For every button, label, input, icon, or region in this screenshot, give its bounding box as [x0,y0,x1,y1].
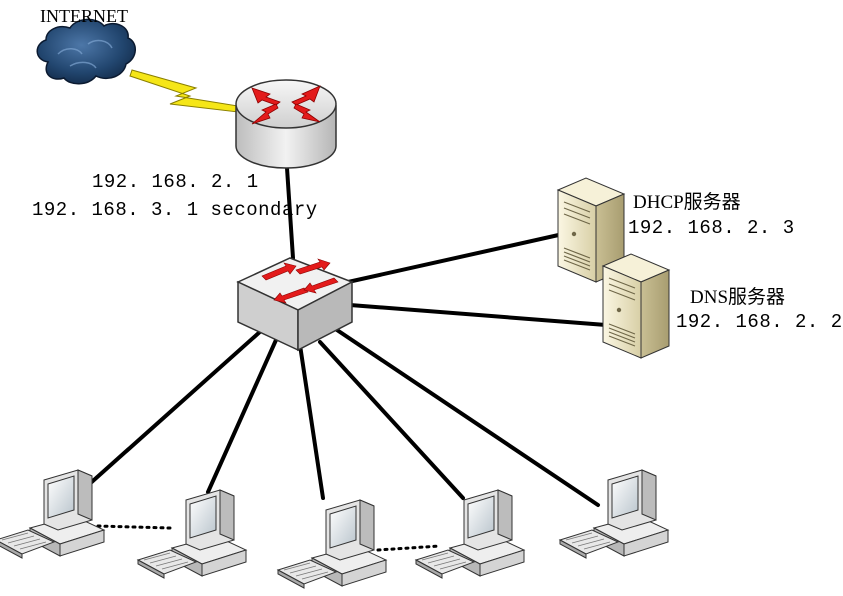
dhcp-server-name: DHCP服务器 [633,192,741,213]
link-router-switch [285,166,295,260]
switch-icon [236,257,354,352]
router-icon [235,79,337,169]
link-switch-dhcp [346,232,565,284]
dns-server-icon [602,253,670,359]
links [83,166,608,507]
dns-server-ip: 192. 168. 2. 2 [676,311,843,333]
internet-label: INTERNET [40,6,128,26]
network-diagram [0,18,670,589]
desktop-pc-icon-1 [0,469,105,559]
link-switch-pc5 [332,326,600,507]
router-primary-ip: 192. 168. 2. 1 [92,171,259,193]
desktop-pc-icon-5 [559,469,669,559]
link-switch-dns [348,303,608,327]
wan-lightning-icon [129,69,239,113]
cloud-icon [36,18,136,85]
dotted-link-pc3-pc4 [376,544,442,552]
desktop-pc-icon-3 [277,499,387,589]
router-secondary-ip: 192. 168. 3. 1 secondary [32,199,318,221]
dhcp-server-ip: 192. 168. 2. 3 [628,217,795,239]
desktop-pc-icon-2 [137,489,247,579]
desktop-pc-icon-4 [415,489,525,579]
link-switch-pc2 [206,338,278,494]
link-switch-pc4 [318,340,465,500]
link-switch-pc3 [298,343,325,500]
dotted-link-pc1-pc2 [96,524,172,530]
link-switch-pc1 [83,328,264,490]
dotted-links [96,524,442,552]
dns-server-name: DNS服务器 [690,287,786,308]
